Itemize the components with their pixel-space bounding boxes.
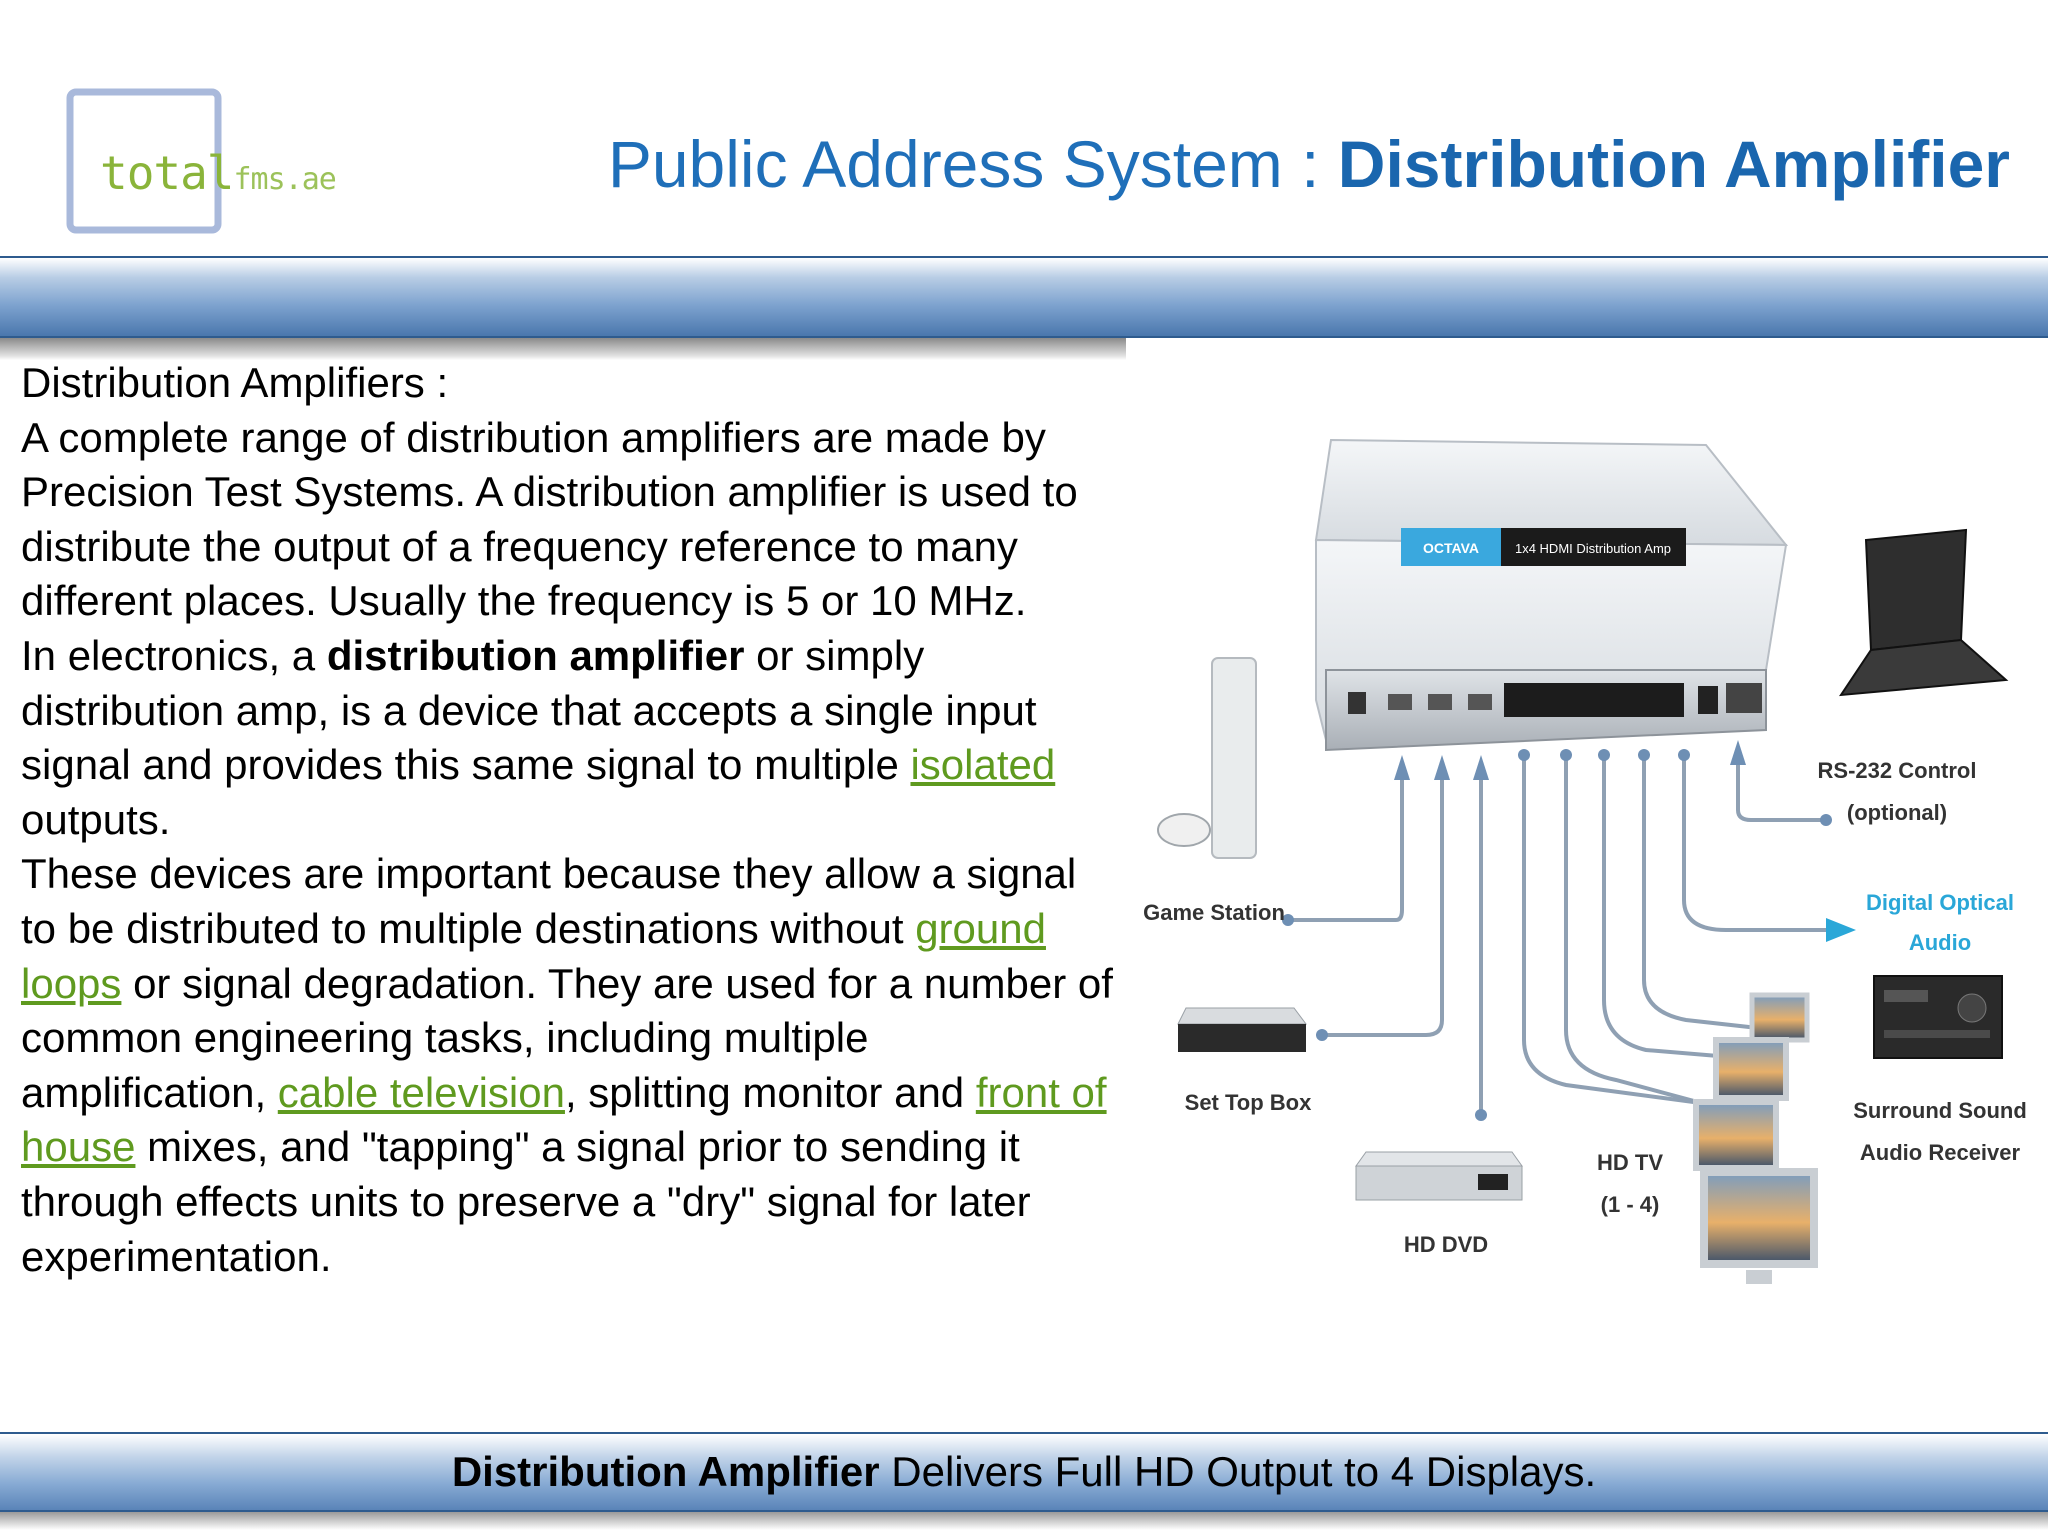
para3-text-a: These devices are important because they… — [21, 850, 1077, 952]
caption-bold: Distribution Amplifier — [451, 1448, 880, 1495]
amplifier-device: OCTAVA 1x4 HDMI Distribution Amp — [1314, 438, 1789, 752]
para2-text-b: or simply distribution amp, is a device … — [21, 631, 1037, 789]
connection-lines — [1288, 750, 1826, 1117]
device-port — [1468, 694, 1492, 710]
rs232-port — [1726, 683, 1762, 713]
distribution-diagram: OCTAVA 1x4 HDMI Distribution Amp Ga — [1143, 438, 2027, 1284]
laptop-icon — [1839, 528, 2009, 697]
label-surround-2: Audio Receiver — [1860, 1140, 2021, 1165]
caption-rest: Delivers Full HD Output to 4 Displays. — [879, 1448, 1597, 1495]
label-rs232: RS-232 Control — [1818, 758, 1977, 783]
link-front-of-house[interactable]: front of house — [21, 1068, 1107, 1171]
device-port — [1428, 694, 1452, 710]
device-port — [1388, 694, 1412, 710]
set-top-box-icon — [1177, 1007, 1307, 1052]
footer-band — [0, 1432, 2048, 1512]
logo-word: total — [100, 146, 234, 200]
device-switch — [1698, 686, 1718, 714]
para2-bold: distribution amplifier — [326, 631, 745, 679]
label-optical-1: Digital Optical — [1866, 890, 2014, 915]
label-optical-2: Audio — [1909, 930, 1971, 955]
game-station-icon — [1157, 657, 1257, 859]
para3-text-d: mixes, and "tapping" a signal prior to s… — [21, 1123, 1031, 1280]
header-band-shadow — [0, 338, 1126, 360]
label-surround-1: Surround Sound — [1853, 1098, 2027, 1123]
para2-text-c: outputs. — [21, 795, 171, 843]
hd-tv-icons — [1693, 992, 1818, 1284]
body-heading: Distribution Amplifiers : — [21, 359, 449, 406]
logo-text: totalfms.ae — [100, 146, 337, 200]
para3-text-b: or signal degradation. They are used for… — [21, 959, 1113, 1116]
label-hd-tv: HD TV — [1597, 1150, 1663, 1175]
label-set-top-box: Set Top Box — [1185, 1090, 1312, 1115]
label-rs232-note: (optional) — [1847, 800, 1947, 825]
receiver-icon — [1873, 975, 2003, 1059]
link-isolated[interactable]: isolated — [910, 741, 1056, 789]
label-game-station: Game Station — [1143, 900, 1285, 925]
footer-band-shadow — [0, 1512, 2048, 1530]
header-band — [0, 256, 2048, 338]
page-title: Public Address System : Distribution Amp… — [550, 126, 2010, 202]
body-text: Distribution Amplifiers : A complete ran… — [21, 356, 1121, 1284]
logo-frame — [66, 88, 222, 234]
device-brand-badge — [1401, 528, 1501, 566]
hd-dvd-icon — [1355, 1151, 1523, 1201]
logo-suffix: fms.ae — [233, 162, 336, 197]
para3-text-c: , splitting monitor and — [564, 1068, 976, 1116]
footer-caption: Distribution Amplifier Delivers Full HD … — [0, 1448, 2048, 1496]
device-brand: OCTAVA — [1423, 540, 1479, 556]
link-ground-loops[interactable]: ground loops — [21, 904, 1046, 1007]
device-label: 1x4 HDMI Distribution Amp — [1515, 541, 1671, 556]
body-para-1: A complete range of distribution amplifi… — [21, 413, 1078, 625]
body-para-3: These devices are important because they… — [21, 847, 1121, 1284]
label-hd-dvd: HD DVD — [1404, 1232, 1488, 1257]
link-cable-television[interactable]: cable television — [277, 1068, 565, 1116]
label-hd-tv-range: (1 - 4) — [1601, 1192, 1660, 1217]
hdmi-output-bank — [1504, 683, 1684, 717]
title-prefix: Public Address System : — [607, 127, 1338, 201]
para2-text-a: In electronics, a — [21, 631, 327, 679]
device-label-plate — [1501, 528, 1686, 566]
body-para-2: In electronics, a distribution amplifier… — [21, 629, 1121, 847]
logo: totalfms.ae — [64, 86, 337, 236]
connection-dots — [1282, 740, 1856, 1121]
device-port — [1348, 692, 1366, 714]
title-bold: Distribution Amplifier — [1337, 127, 2010, 201]
